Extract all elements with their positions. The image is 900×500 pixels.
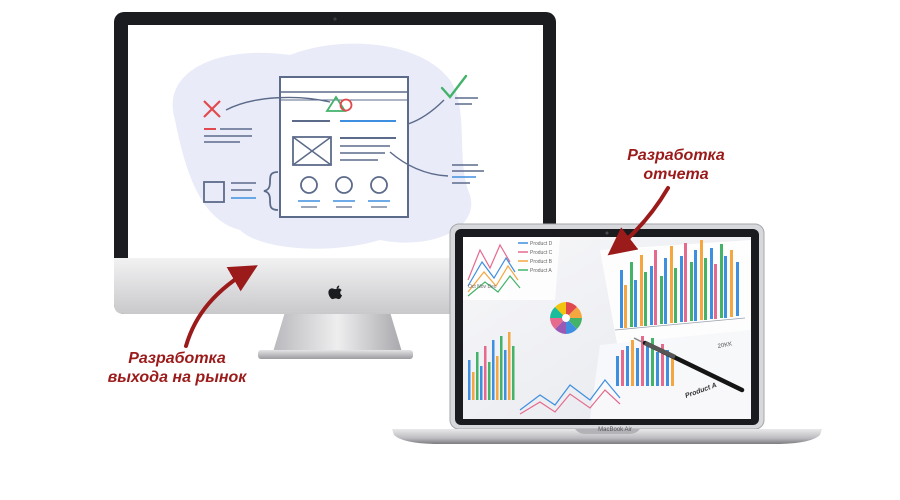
- caption-line: Разработка: [627, 147, 725, 164]
- checkbox-icon: [203, 181, 225, 203]
- desktop-monitor: [114, 12, 556, 359]
- caption-market: Разработка выхода на рынок: [92, 349, 262, 387]
- month-axis-label: Oct Nov Dec: [468, 284, 497, 290]
- brace-icon: [263, 171, 279, 211]
- laptop-screen: Product D Product C Product B Product A …: [463, 237, 751, 419]
- image-placeholder-icon: [292, 136, 332, 166]
- laptop-chart-legend: Product D Product C Product B Product A: [518, 241, 553, 274]
- caption-line: Разработка: [128, 350, 226, 367]
- legend-item: Product B: [530, 259, 553, 265]
- laptop-brand-label: MacBook Air: [598, 427, 632, 433]
- circle-icon: [339, 98, 353, 112]
- monitor-chin: [114, 258, 556, 314]
- caption-report: Разработка отчета: [606, 146, 746, 184]
- apple-logo-icon: [328, 285, 342, 300]
- caption-line: отчета: [643, 166, 709, 183]
- caption-line: выхода на рынок: [107, 369, 247, 386]
- arrow-report: [607, 186, 670, 256]
- stamp-label: 20KK: [717, 342, 733, 350]
- laptop-base: [392, 429, 822, 444]
- laptop-bar-chart: [614, 240, 746, 331]
- legend-item: Product C: [530, 250, 553, 256]
- monitor-stand-base: [258, 350, 413, 359]
- legend-item: Product D: [530, 241, 553, 247]
- laptop: Product D Product C Product B Product A …: [392, 223, 822, 444]
- arrow-market: [184, 265, 258, 348]
- check-icon: [440, 74, 468, 99]
- laptop-pie-chart: [550, 302, 582, 334]
- wireframe-illustration: [172, 43, 484, 249]
- cross-icon: [203, 100, 221, 118]
- laptop-product-bars: [616, 336, 674, 386]
- monitor-stand: [273, 312, 402, 352]
- pen-icon: [633, 337, 745, 393]
- legend-item: Product A: [530, 268, 552, 274]
- laptop-bottom-bars: [468, 332, 515, 400]
